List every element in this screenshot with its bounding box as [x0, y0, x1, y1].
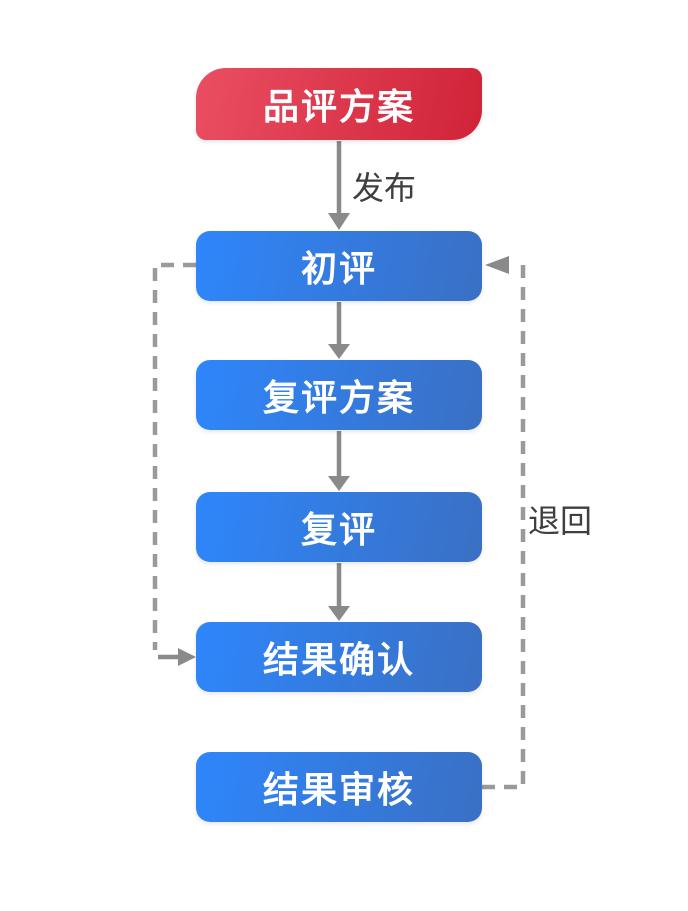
arrow-initial-to-replan	[328, 302, 350, 359]
node-evaluation-plan: 品评方案	[196, 68, 482, 140]
node-initial-review: 初评	[196, 231, 482, 301]
return-edge-label: 退回	[528, 503, 593, 539]
node-rereview: 复评	[196, 492, 482, 562]
publish-edge-label: 发布	[352, 170, 417, 206]
node-result-confirm: 结果确认	[196, 622, 482, 692]
dashed-connector-initial-to-confirm	[152, 262, 196, 666]
dashed-connector-return	[482, 256, 526, 790]
arrow-rereview-to-confirm	[328, 563, 350, 621]
node-rereview-plan: 复评方案	[196, 360, 482, 430]
node-result-audit: 结果审核	[196, 752, 482, 822]
arrow-replan-to-rereview	[328, 431, 350, 491]
arrow-plan-to-initial	[328, 141, 350, 230]
